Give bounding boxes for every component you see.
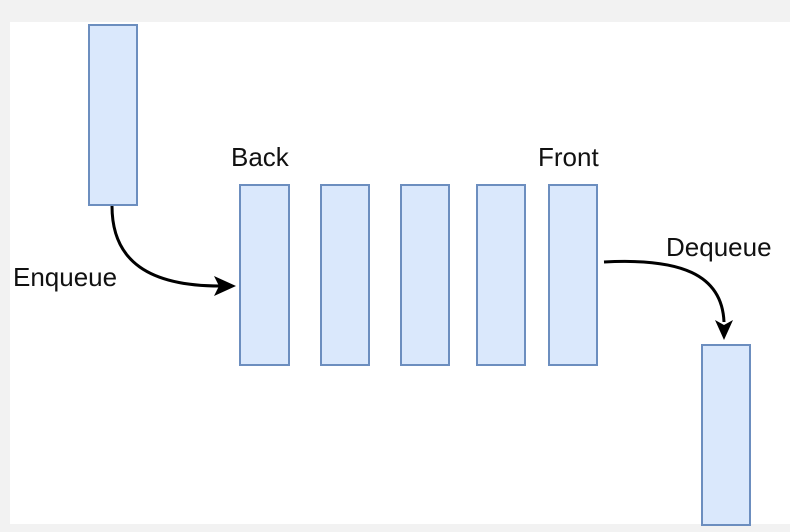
enqueue-label: Enqueue (13, 262, 118, 292)
enqueue-arrow (110, 205, 221, 288)
dequeue-label: Dequeue (666, 232, 772, 262)
incoming-element (88, 24, 138, 206)
enqueue-arrowhead (214, 276, 236, 296)
queue-element (476, 184, 526, 366)
dequeue-arrow (603, 259, 726, 323)
outgoing-element (701, 344, 751, 526)
dequeue-arrowhead (715, 320, 733, 340)
front-label: Front (538, 142, 599, 172)
queue-element (400, 184, 450, 366)
back-label: Back (231, 142, 289, 172)
queue-element-front (548, 184, 598, 366)
queue-element (320, 184, 370, 366)
queue-element-back (239, 184, 290, 366)
